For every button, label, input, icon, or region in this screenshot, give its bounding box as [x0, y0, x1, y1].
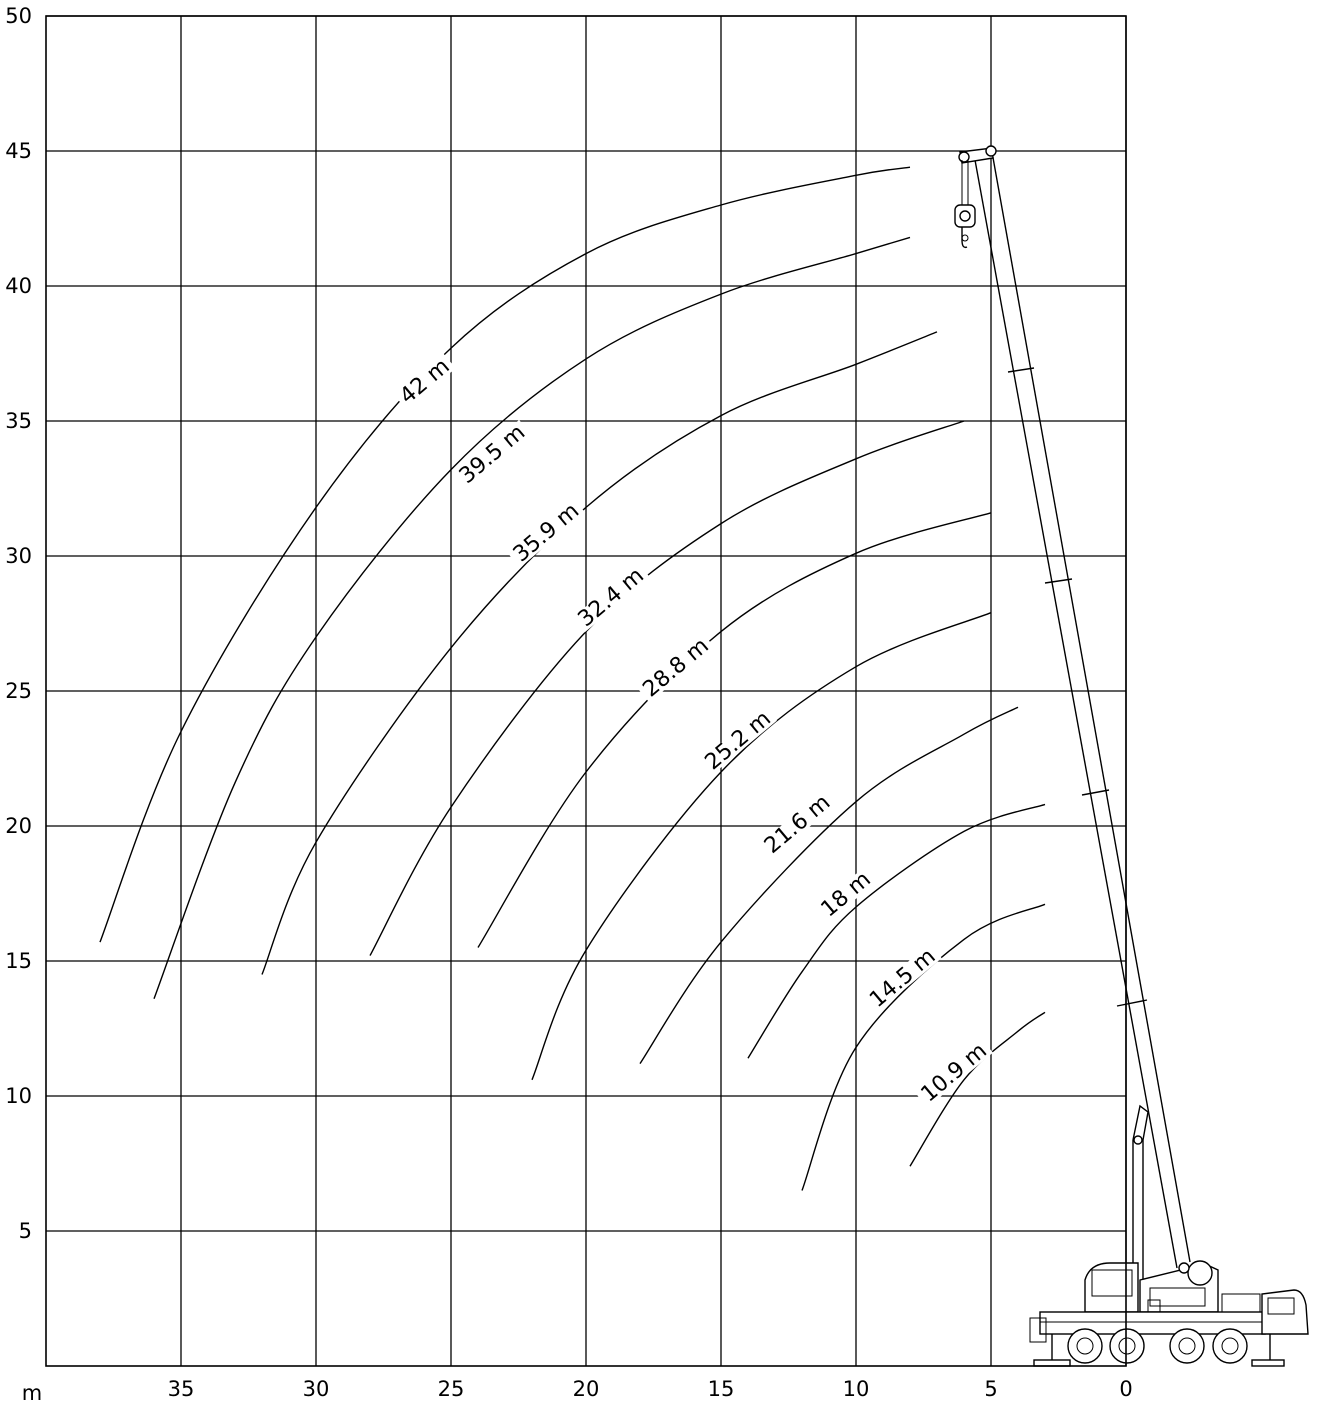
- curve-label-background: [815, 866, 877, 923]
- curve-label-39-5-m: 39.5 m: [453, 419, 532, 490]
- y-tick-label-40: 40: [5, 274, 32, 298]
- curve-label-background: [758, 789, 837, 860]
- plot-frame: [45, 15, 1127, 1367]
- curve-label-42-m: 42 m: [394, 353, 456, 410]
- x-tick-label-10: 10: [843, 1377, 870, 1401]
- y-tick-label-50: 50: [5, 4, 32, 28]
- radius-curve-labels: 42 m 39.5 m 35.9 m32.4 m28.8 m25.2 m 21.6 m…: [394, 353, 993, 1108]
- x-tick-label-30: 30: [303, 1377, 330, 1401]
- radius-curve-39-5-m: [153, 236, 911, 1000]
- radius-curve-14-5-m: [801, 903, 1046, 1191]
- y-tick-label-5: 5: [19, 1219, 32, 1243]
- x-tick-label-0: 0: [1119, 1377, 1132, 1401]
- x-tick-label-20: 20: [573, 1377, 600, 1401]
- x-tick-label-15: 15: [708, 1377, 735, 1401]
- x-tick-label-35: 35: [168, 1377, 195, 1401]
- y-tick-label-35: 35: [5, 409, 32, 433]
- curve-label-21-6-m: 21.6 m: [758, 789, 837, 860]
- curve-label-text: 35.9 m: [509, 498, 584, 567]
- curve-label-text: 28.8 m: [638, 633, 713, 702]
- y-tick-label-15: 15: [5, 949, 32, 973]
- radius-curve-21-6-m: [639, 706, 1019, 1064]
- curve-label-background: [864, 943, 942, 1014]
- curve-label-text: 10.9 m: [916, 1038, 991, 1107]
- curve-label-25-2-m: 25.2 m: [699, 706, 777, 776]
- curve-label-32-4-m: 32.4 m: [572, 562, 651, 633]
- curve-label-background: [394, 353, 456, 410]
- x-unit-label: m: [22, 1381, 42, 1404]
- radius-curve-42-m: [99, 166, 911, 943]
- x-tick-label-5: 5: [984, 1377, 997, 1401]
- y-tick-label-30: 30: [5, 544, 32, 568]
- curve-label-text: 14.5 m: [865, 944, 940, 1013]
- y-tick-label-10: 10: [5, 1084, 32, 1108]
- curve-label-background: [915, 1038, 993, 1108]
- curve-label-background: [572, 562, 651, 633]
- y-tick-label-20: 20: [5, 814, 32, 838]
- curve-label-28-8-m: 28.8 m: [637, 633, 715, 703]
- curve-label-14-5-m: 14.5 m: [864, 943, 942, 1014]
- radius-curve-35-9-m: [261, 331, 938, 975]
- curve-label-10-9-m: 10.9 m: [915, 1038, 993, 1108]
- curve-label-35-9-m: 35.9 m: [507, 498, 586, 568]
- curve-label-background: [507, 498, 586, 568]
- curve-label-text: 21.6 m: [760, 790, 835, 859]
- curve-label-text: 32.4 m: [574, 563, 649, 632]
- x-tick-label-25: 25: [438, 1377, 465, 1401]
- y-tick-label-25: 25: [5, 679, 32, 703]
- curve-label-background: [453, 419, 532, 490]
- crane-icon: [954, 145, 1309, 1367]
- curve-label-background: [637, 633, 715, 703]
- radius-curves: [99, 166, 1046, 1191]
- curve-label-background: [699, 706, 777, 776]
- radius-curve-28-8-m: [477, 512, 992, 948]
- curve-label-text: 25.2 m: [700, 706, 775, 775]
- radius-curve-18-m: [747, 803, 1046, 1059]
- y-tick-label-45: 45: [5, 139, 32, 163]
- radius-curve-25-2-m: [531, 612, 992, 1081]
